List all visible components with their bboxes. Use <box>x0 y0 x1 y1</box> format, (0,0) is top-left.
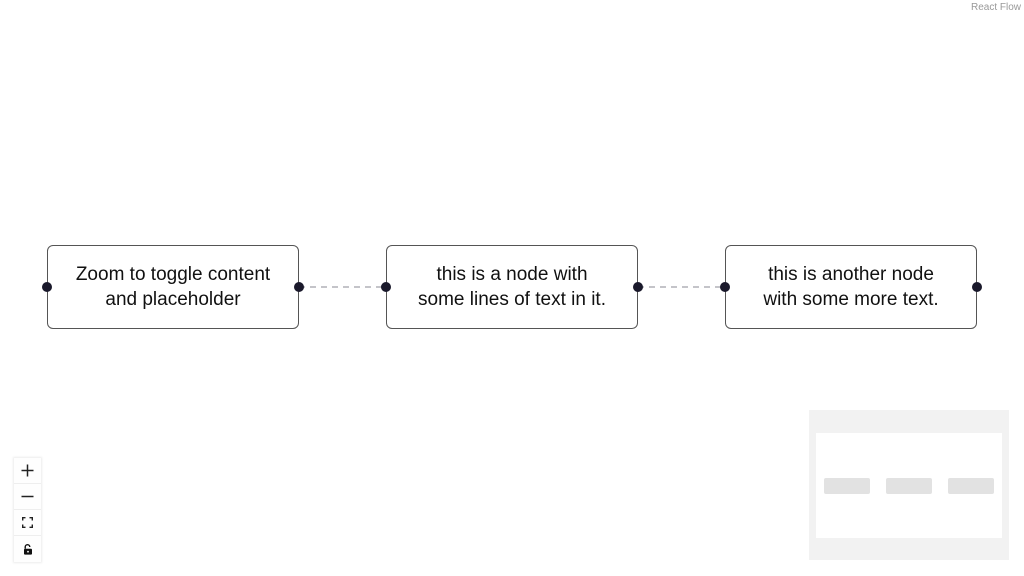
flow-node-3[interactable]: this is another node with some more text… <box>720 245 982 329</box>
node-label: this is a node with some lines of text i… <box>418 264 606 310</box>
node-label: this is another node with some more text… <box>763 264 939 310</box>
attribution-link[interactable]: React Flow <box>970 2 1021 13</box>
flow-node-2[interactable]: this is a node with some lines of text i… <box>381 245 643 329</box>
target-handle[interactable] <box>42 282 52 292</box>
zoom-out-button[interactable] <box>14 484 41 510</box>
source-handle[interactable] <box>633 282 643 292</box>
interactivity-toggle-button[interactable] <box>14 536 41 562</box>
minimap-node <box>948 478 994 494</box>
target-handle[interactable] <box>720 282 730 292</box>
lock-open-icon <box>23 543 32 555</box>
minimap-node <box>886 478 932 494</box>
minimap[interactable] <box>809 410 1009 560</box>
fit-view-icon <box>22 517 33 528</box>
source-handle[interactable] <box>972 282 982 292</box>
source-handle[interactable] <box>294 282 304 292</box>
target-handle[interactable] <box>381 282 391 292</box>
flow-node-1[interactable]: Zoom to toggle content and placeholder <box>42 245 304 329</box>
minus-icon <box>21 495 34 498</box>
fit-view-button[interactable] <box>14 510 41 536</box>
plus-icon <box>21 464 34 477</box>
flow-controls <box>14 458 41 562</box>
node-label: Zoom to toggle content and placeholder <box>75 264 271 310</box>
zoom-in-button[interactable] <box>14 458 41 484</box>
minimap-node <box>824 478 870 494</box>
